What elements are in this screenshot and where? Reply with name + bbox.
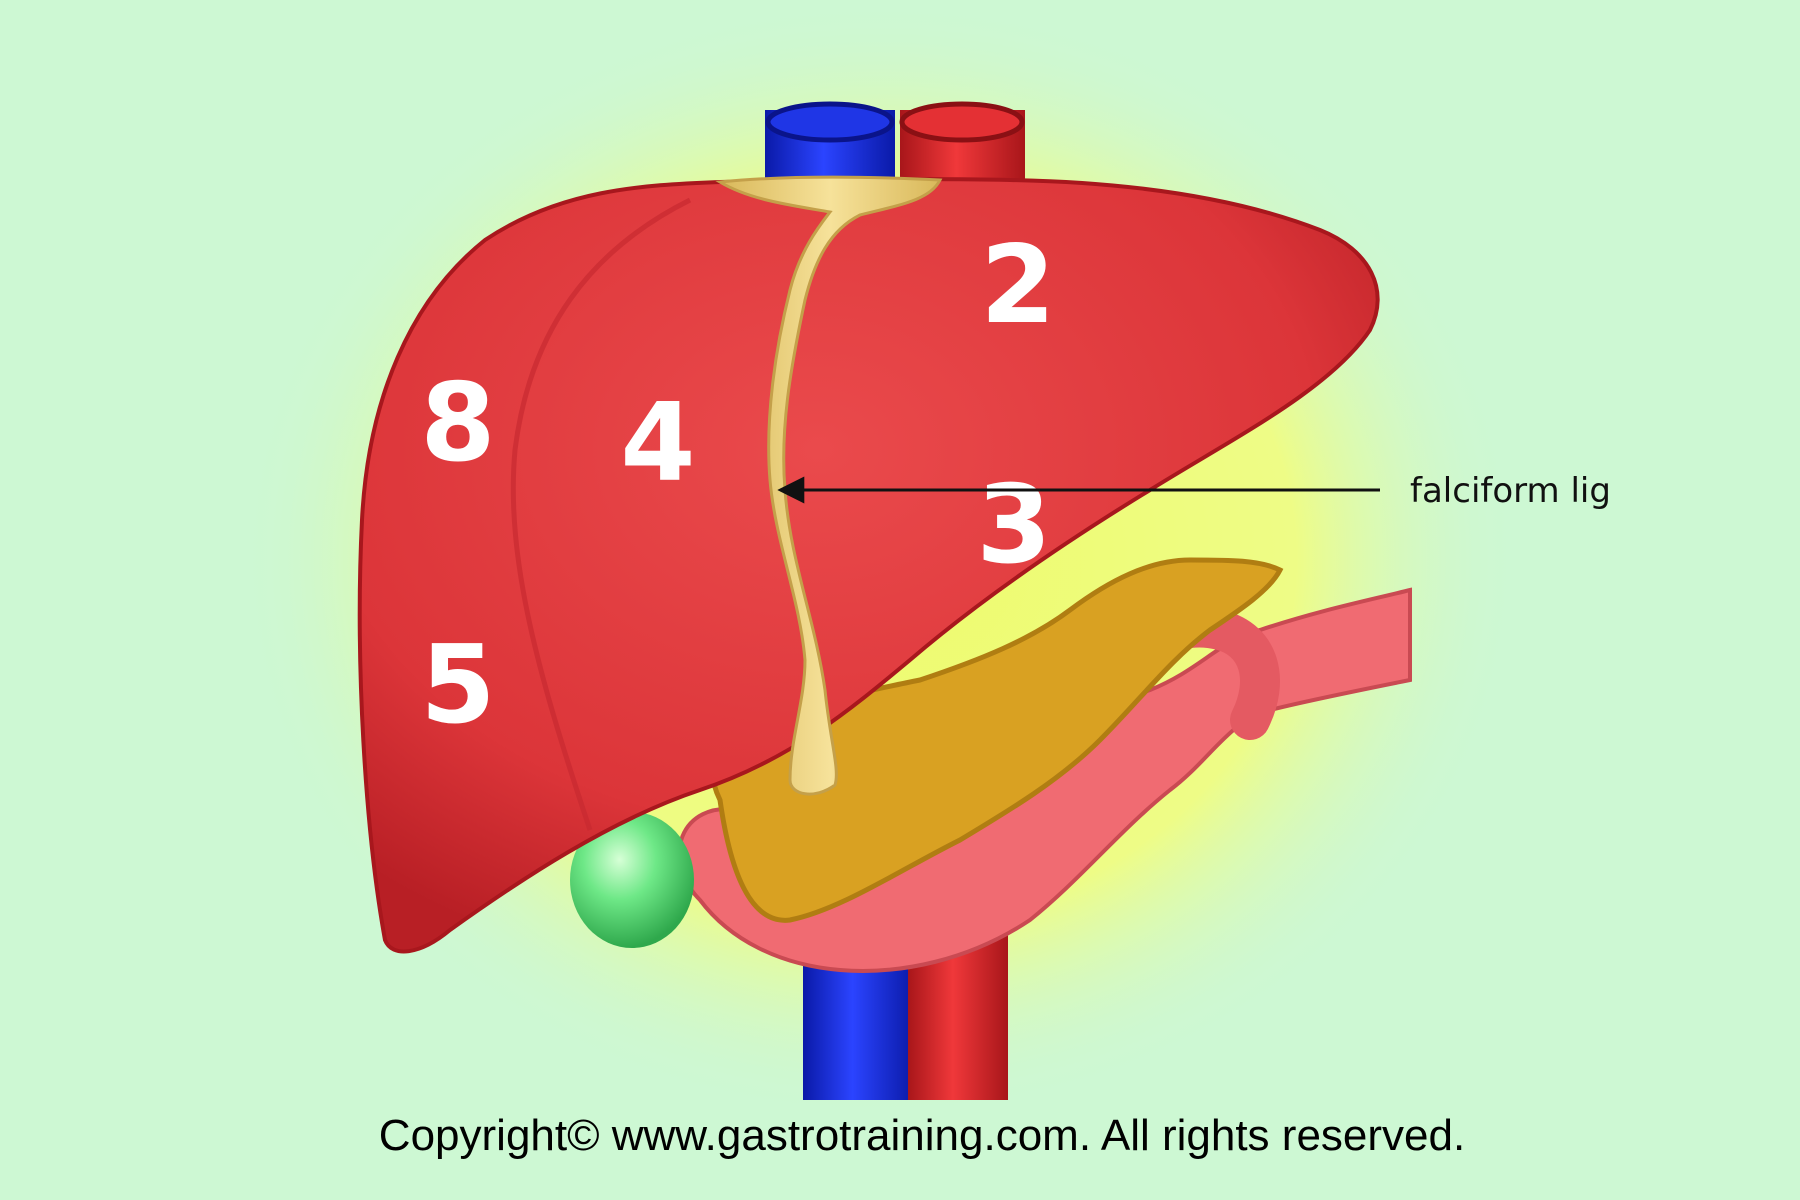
lobe-divider xyxy=(510,197,692,831)
liver xyxy=(357,177,1380,954)
ivc-opening xyxy=(765,101,895,143)
falciform-ligament xyxy=(715,175,943,796)
segment-5-label: 5 xyxy=(420,623,495,748)
gallbladder xyxy=(570,812,694,948)
segment-3-label: 3 xyxy=(976,463,1051,588)
segment-8-label: 8 xyxy=(420,361,495,486)
copyright-notice: Copyright© www.gastrotraining.com. All r… xyxy=(379,1111,1465,1160)
segment-2-label: 2 xyxy=(980,223,1055,348)
falciform-lig-label: falciform lig xyxy=(1410,471,1611,511)
segment-4-label: 4 xyxy=(620,381,695,506)
aorta-opening xyxy=(899,101,1025,143)
